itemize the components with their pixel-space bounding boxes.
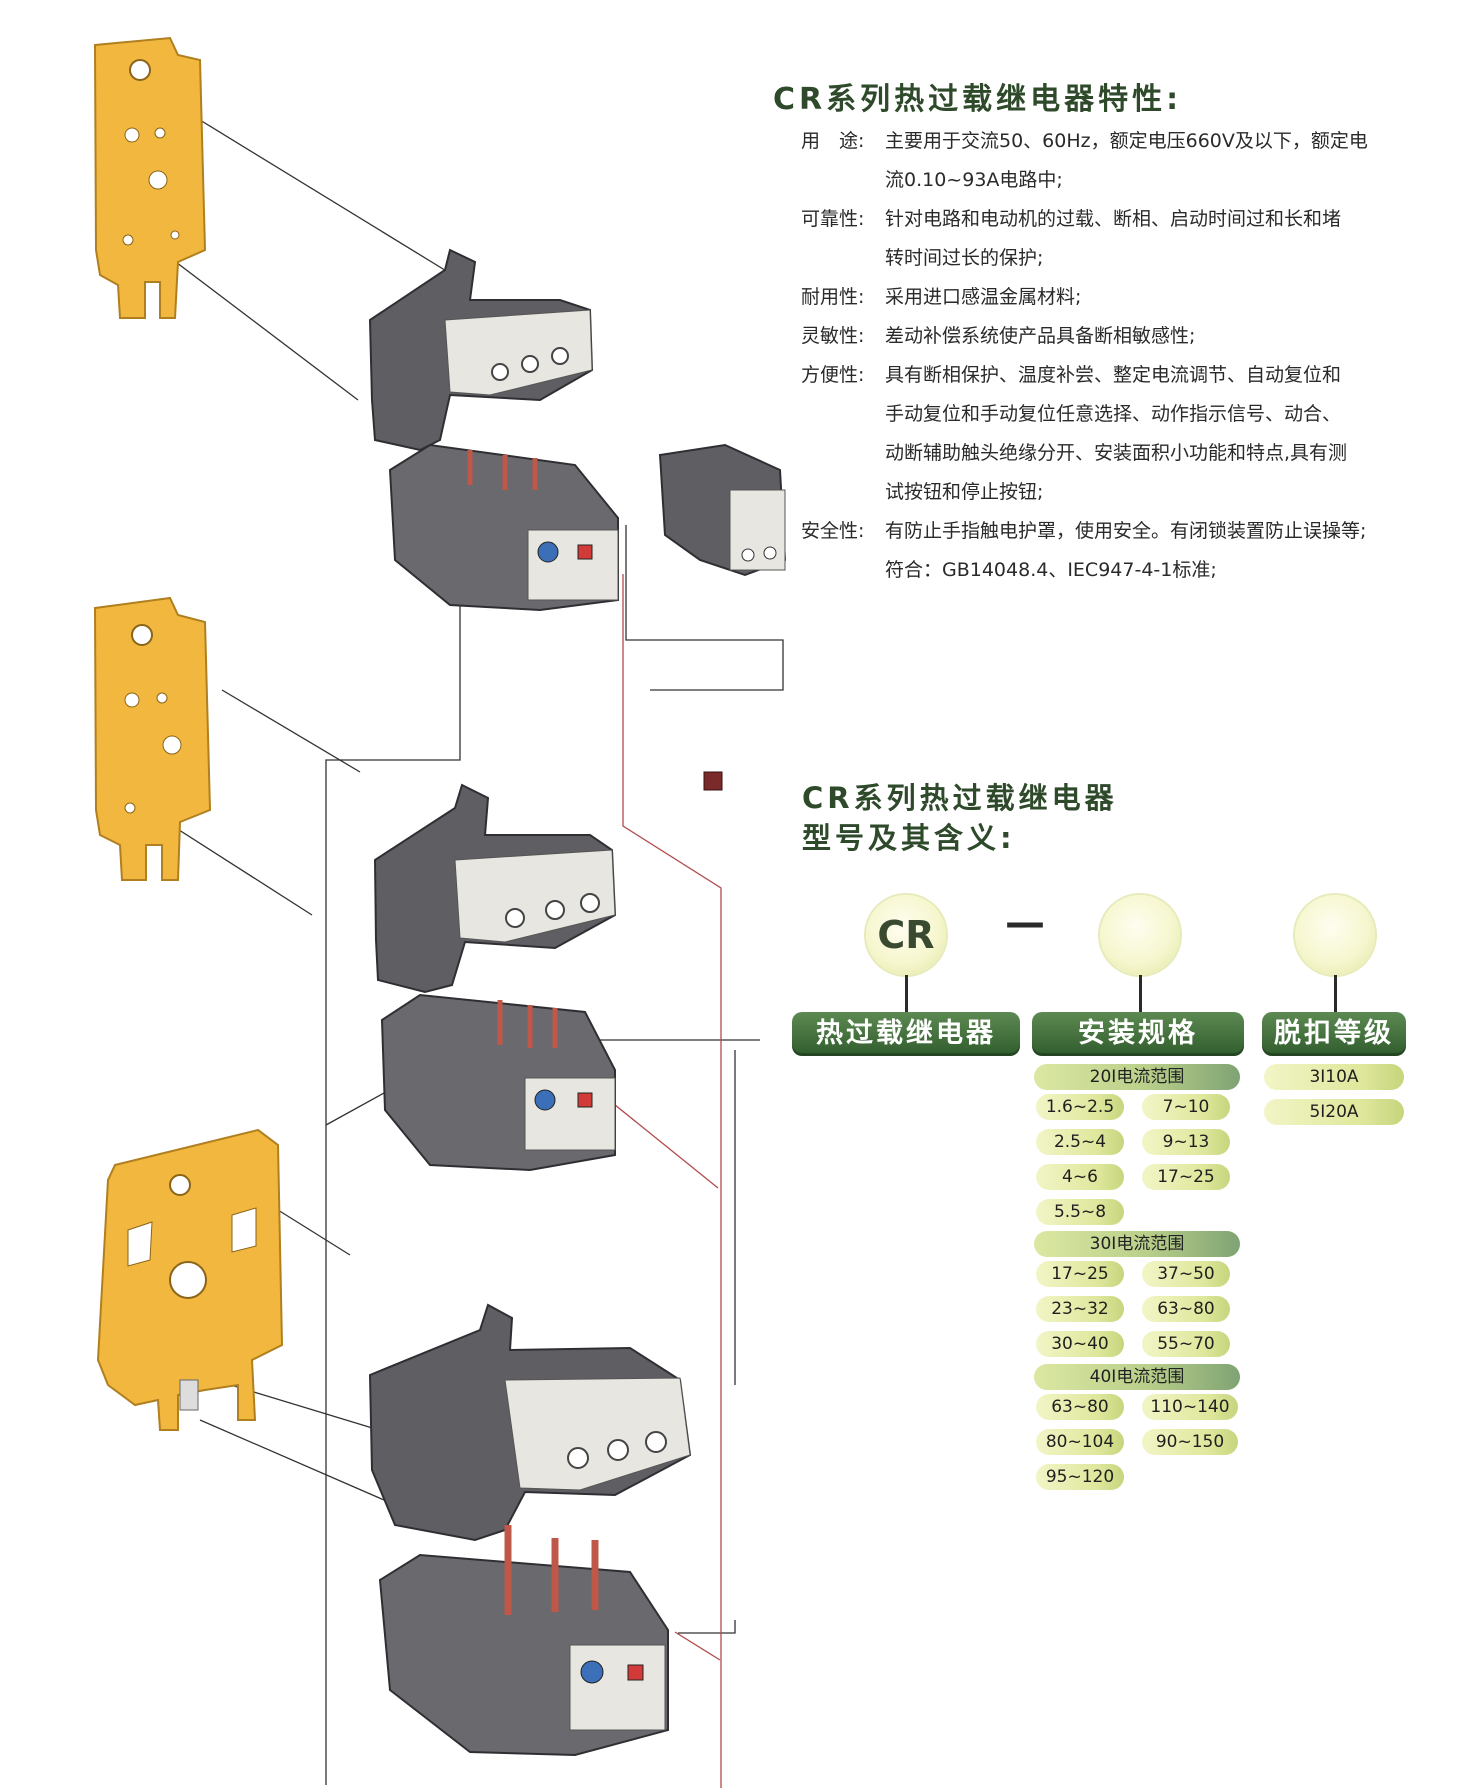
feature-text: 采用进口感温金属材料;	[885, 286, 1082, 308]
range-pill: 30~40	[1036, 1331, 1124, 1357]
trip-class-circle	[1295, 895, 1375, 975]
feature-label: 耐用性:	[801, 286, 865, 308]
stem-line	[1334, 975, 1337, 1015]
feature-sensitivity: 灵敏性: 差动补偿系统使产品具备断相敏感性;	[801, 317, 1421, 356]
test-button-part	[703, 771, 723, 791]
range-pill: 63~80	[1142, 1296, 1230, 1322]
feature-convenience: 方便性: 具有断相保护、温度补尝、整定电流调节、自动复位和	[801, 356, 1421, 395]
range-header-40: 40I电流范围	[1034, 1364, 1240, 1390]
range-pill: 37~50	[1142, 1261, 1230, 1287]
range-pill: 17~25	[1036, 1261, 1124, 1287]
feature-text-continued: 试按钮和停止按钮;	[885, 481, 1044, 503]
model-dash: —	[1005, 900, 1045, 946]
banner-trip-class: 脱扣等级	[1262, 1012, 1406, 1056]
range-pill: 110~140	[1142, 1394, 1238, 1420]
model-title-line1: CR系列热过载继电器	[802, 781, 1118, 815]
range-pill: 5.5~8	[1036, 1199, 1124, 1225]
relay-cover-3	[368, 1303, 692, 1542]
feature-safety: 安全性: 有防止手指触电护罩，使用安全。有闭锁装置防止误操等;	[801, 512, 1421, 551]
banner-thermal-relay: 热过载继电器	[792, 1012, 1020, 1056]
stem-line	[905, 975, 908, 1015]
feature-text-continued: 转时间过长的保护;	[885, 247, 1044, 269]
mounting-plate-1	[93, 36, 207, 319]
prefix-label: CR	[877, 913, 935, 957]
features-title: CR系列热过载继电器特性:	[773, 82, 1183, 117]
feature-durability: 耐用性: 采用进口感温金属材料;	[801, 278, 1421, 317]
mounting-plate-2	[93, 596, 212, 881]
range-pill: 95~120	[1036, 1464, 1124, 1490]
relay-cover-1	[368, 248, 594, 452]
feature-usage: 用 途: 主要用于交流50、60Hz，额定电压660V及以下，额定电	[801, 122, 1421, 161]
range-pill: 63~80	[1036, 1394, 1124, 1420]
spec-circle	[1100, 895, 1180, 975]
feature-text: 有防止手指触电护罩，使用安全。有闭锁装置防止误操等;	[885, 520, 1367, 542]
feature-text-continued: 手动复位和手动复位任意选择、动作指示信号、动合、	[885, 403, 1342, 425]
range-pill: 1.6~2.5	[1036, 1094, 1124, 1120]
range-pill: 17~25	[1142, 1164, 1230, 1190]
relay-body-1	[388, 443, 619, 612]
range-header-30: 30I电流范围	[1034, 1231, 1240, 1257]
feature-text: 具有断相保护、温度补尝、整定电流调节、自动复位和	[885, 364, 1342, 386]
feature-label: 可靠性:	[801, 208, 865, 230]
range-pill: 9~13	[1142, 1129, 1230, 1155]
range-pill: 90~150	[1142, 1429, 1238, 1455]
feature-label: 安全性:	[801, 520, 865, 542]
model-title-line2: 型号及其含义:	[802, 821, 1016, 855]
mounting-plate-3	[96, 1128, 284, 1431]
range-pill: 23~32	[1036, 1296, 1124, 1322]
range-pill: 80~104	[1036, 1429, 1124, 1455]
relay-body-2	[380, 993, 616, 1172]
feature-label: 灵敏性:	[801, 325, 865, 347]
relay-cover-2	[373, 783, 617, 994]
feature-text: 主要用于交流50、60Hz，额定电压660V及以下，额定电	[885, 130, 1368, 152]
prefix-circle: CR	[866, 895, 946, 975]
auxiliary-contact-block	[658, 443, 787, 577]
feature-text: 差动补偿系统使产品具备断相敏感性;	[885, 325, 1196, 347]
range-pill: 2.5~4	[1036, 1129, 1124, 1155]
range-pill: 4~6	[1036, 1164, 1124, 1190]
feature-text-continued: 流0.10~93A电路中;	[885, 169, 1063, 191]
feature-reliability: 可靠性: 针对电路和电动机的过载、断相、启动时间过和长和堵	[801, 200, 1421, 239]
trip-class-pill: 3I10A	[1264, 1064, 1404, 1090]
feature-text-continued: 符合：GB14048.4、IEC947-4-1标准;	[885, 559, 1217, 581]
feature-label: 方便性:	[801, 364, 865, 386]
feature-text: 针对电路和电动机的过载、断相、启动时间过和长和堵	[885, 208, 1342, 230]
trip-class-pill: 5I20A	[1264, 1099, 1404, 1125]
relay-body-3	[378, 1525, 669, 1757]
stem-line	[1139, 975, 1142, 1015]
feature-label: 用 途:	[801, 130, 865, 152]
banner-install-spec: 安装规格	[1032, 1012, 1244, 1056]
feature-text-continued: 动断辅助触头绝缘分开、安装面积小功能和特点,具有测	[885, 442, 1348, 464]
range-pill: 7~10	[1142, 1094, 1230, 1120]
range-header-20: 20I电流范围	[1034, 1064, 1240, 1090]
range-pill: 55~70	[1142, 1331, 1230, 1357]
